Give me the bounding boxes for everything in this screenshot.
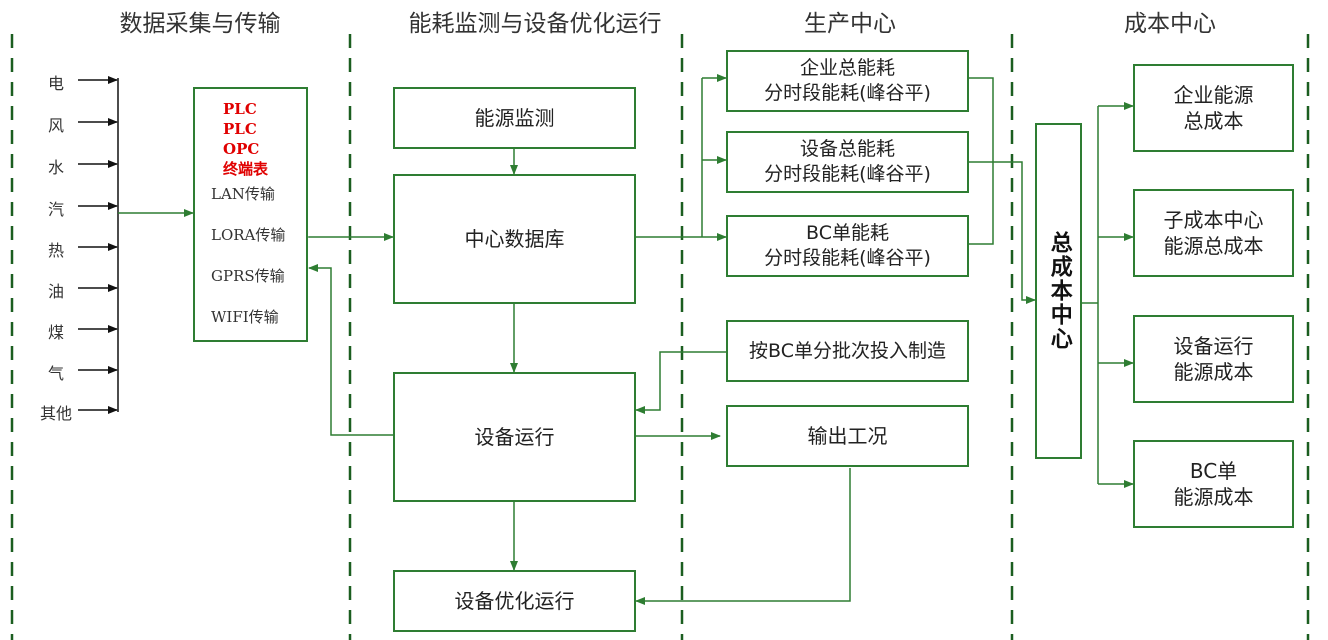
- bc-cost-subtitle: 能源成本: [1173, 485, 1254, 509]
- bc-batch-box: 按BC单分批次投入制造: [726, 320, 969, 382]
- column-title-cost: 成本中心: [1124, 11, 1216, 37]
- bc-energy-title: BC单能耗: [806, 222, 889, 245]
- central-database-box: 中心数据库: [393, 174, 636, 304]
- sub-center-cost-subtitle: 能源总成本: [1163, 234, 1264, 258]
- bc-energy-period: 分时段能耗(峰谷平): [764, 247, 931, 269]
- transmission-lan: LAN传输: [211, 185, 275, 203]
- protocol-plc-1: PLC: [223, 100, 257, 118]
- column-title-production: 生产中心: [804, 11, 896, 37]
- total-cost-center-box: 总成本中心: [1035, 123, 1082, 459]
- equipment-cost-title: 设备运行: [1173, 334, 1254, 358]
- equipment-energy-period: 分时段能耗(峰谷平): [764, 163, 931, 185]
- equipment-energy-title: 设备总能耗: [799, 138, 895, 161]
- column-title-monitoring: 能耗监测与设备优化运行: [408, 11, 662, 37]
- central-database-label: 中心数据库: [464, 227, 565, 251]
- source-coal: 煤: [47, 323, 64, 342]
- enterprise-cost-title: 企业能源: [1173, 83, 1254, 107]
- source-wind: 风: [47, 116, 64, 135]
- bc-energy-box: BC单能耗 分时段能耗(峰谷平): [726, 215, 969, 277]
- optimized-operation-box: 设备优化运行: [393, 570, 636, 632]
- source-water: 水: [47, 158, 64, 177]
- equipment-cost-box: 设备运行 能源成本: [1133, 315, 1294, 403]
- equipment-cost-subtitle: 能源成本: [1173, 360, 1254, 384]
- transmission-lora: LORA传输: [211, 226, 286, 244]
- total-cost-center-label: 总成本中心: [1046, 231, 1072, 351]
- source-arrows: [78, 76, 119, 414]
- sub-center-cost-title: 子成本中心: [1163, 208, 1264, 232]
- equipment-operation-box: 设备运行: [393, 372, 636, 502]
- protocol-terminal-meter: 终端表: [223, 160, 269, 178]
- protocol-box: PLC PLC OPC 终端表 LAN传输 LORA传输 GPRS传输 WIFI…: [193, 87, 308, 342]
- energy-monitor-label: 能源监测: [474, 106, 555, 130]
- transmission-wifi: WIFI传输: [211, 308, 279, 326]
- bc-cost-title: BC单: [1189, 459, 1238, 483]
- enterprise-cost-subtitle: 总成本: [1183, 109, 1244, 133]
- energy-monitor-box: 能源监测: [393, 87, 636, 149]
- sub-center-cost-box: 子成本中心 能源总成本: [1133, 189, 1294, 277]
- source-gas: 气: [47, 364, 64, 383]
- transmission-gprs: GPRS传输: [211, 267, 285, 285]
- optimized-operation-label: 设备优化运行: [454, 589, 575, 613]
- enterprise-energy-period: 分时段能耗(峰谷平): [764, 82, 931, 104]
- protocol-plc-2: PLC: [223, 120, 257, 138]
- source-oil: 油: [47, 282, 64, 301]
- source-steam: 汽: [47, 200, 64, 219]
- output-status-label: 输出工况: [807, 424, 888, 448]
- equipment-operation-label: 设备运行: [474, 425, 555, 449]
- bc-cost-box: BC单 能源成本: [1133, 440, 1294, 528]
- enterprise-cost-box: 企业能源 总成本: [1133, 64, 1294, 152]
- bc-batch-label: 按BC单分批次投入制造: [749, 339, 946, 362]
- enterprise-energy-title: 企业总能耗: [799, 57, 895, 80]
- output-status-box: 输出工况: [726, 405, 969, 467]
- source-other: 其他: [39, 404, 72, 423]
- protocol-opc: OPC: [223, 140, 260, 158]
- source-heat: 热: [47, 241, 64, 260]
- column-title-collection: 数据采集与传输: [119, 11, 281, 37]
- enterprise-energy-box: 企业总能耗 分时段能耗(峰谷平): [726, 50, 969, 112]
- column-dividers: [10, 34, 1310, 640]
- equipment-energy-box: 设备总能耗 分时段能耗(峰谷平): [726, 131, 969, 193]
- source-electricity: 电: [47, 74, 64, 93]
